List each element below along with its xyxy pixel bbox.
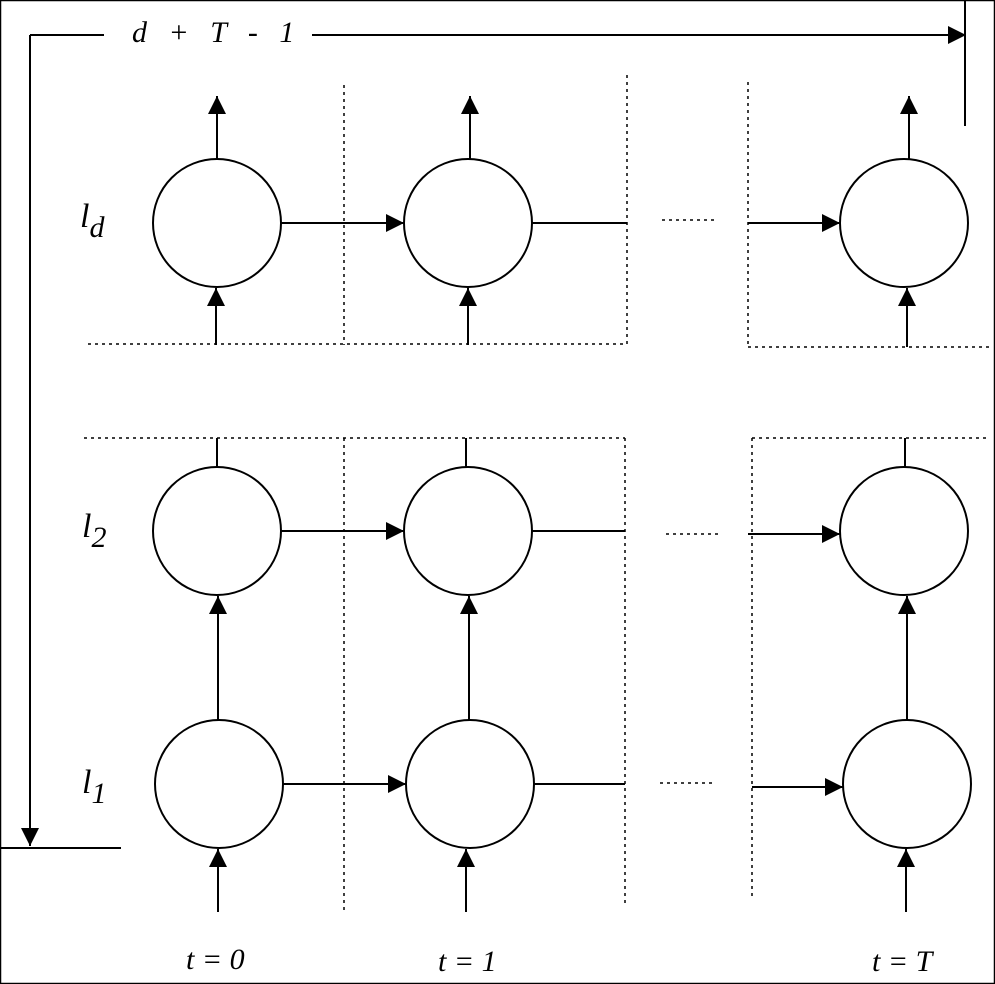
node-ld-t1	[403, 158, 533, 288]
layer-label-1-base: l	[82, 764, 92, 801]
time-label-t0: t = 0	[186, 943, 245, 976]
node-l1-t0	[154, 719, 284, 849]
layer-label-2: l2	[82, 510, 106, 553]
node-l2-t0	[152, 466, 282, 596]
layer-2-row	[152, 438, 969, 596]
node-l2-tT	[839, 466, 969, 596]
top-label: d + T - 1	[132, 16, 299, 49]
layer-label-d-base: l	[80, 198, 90, 235]
layer-label-2-sub: 2	[91, 521, 107, 554]
dotted-separators	[84, 75, 990, 910]
node-ld-t0	[152, 158, 282, 288]
layer-1-row	[154, 596, 972, 912]
layer-label-d-sub: d	[89, 211, 105, 244]
node-l2-t1	[403, 466, 533, 596]
layer-label-d: ld	[80, 200, 104, 243]
node-l1-t1	[405, 719, 535, 849]
time-label-t1: t = 1	[438, 945, 497, 978]
layer-label-1-sub: 1	[91, 777, 107, 810]
layer-label-2-base: l	[82, 508, 92, 545]
layer-d-row	[152, 96, 969, 347]
node-ld-tT	[839, 158, 969, 288]
node-l1-tT	[842, 719, 972, 849]
layer-label-1: l1	[82, 766, 106, 809]
time-label-tT: t = T	[872, 945, 933, 978]
feedback-path	[0, 0, 966, 849]
